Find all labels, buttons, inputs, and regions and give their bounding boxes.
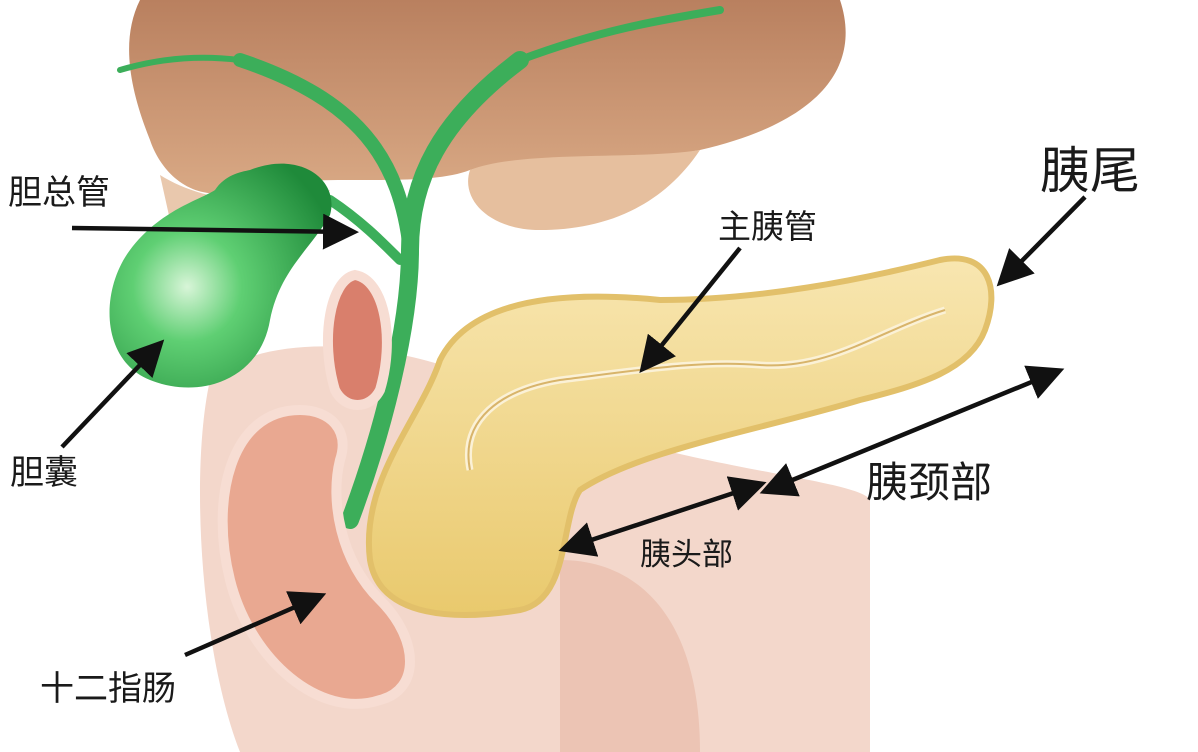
label-pancreas-head: 胰头部 [640, 537, 733, 573]
arrow-gallbladder [60, 339, 165, 449]
arrow-duodenum [184, 591, 327, 658]
pancreas [365, 255, 995, 618]
arrow-common-bile-duct [71, 213, 359, 250]
arrow-main-pancreatic-duct [639, 246, 742, 374]
bile-ducts [117, 6, 724, 529]
label-main-pancreatic-duct: 主胰管 [718, 207, 817, 246]
label-pancreas-neck: 胰颈部 [866, 458, 993, 507]
gallbladder [109, 163, 332, 388]
arrow-pancreas-head [558, 476, 767, 557]
duodenum [217, 404, 415, 709]
label-gallbladder: 胆囊 [10, 453, 78, 493]
arrow-pancreas-neck [759, 365, 1065, 497]
pointer-arrows [60, 195, 1087, 658]
label-duodenum: 十二指肠 [40, 669, 176, 709]
label-common-bile-duct: 胆总管 [8, 173, 110, 213]
label-pancreas-tail: 胰尾 [1040, 142, 1140, 200]
arrow-pancreas-tail [996, 195, 1087, 287]
